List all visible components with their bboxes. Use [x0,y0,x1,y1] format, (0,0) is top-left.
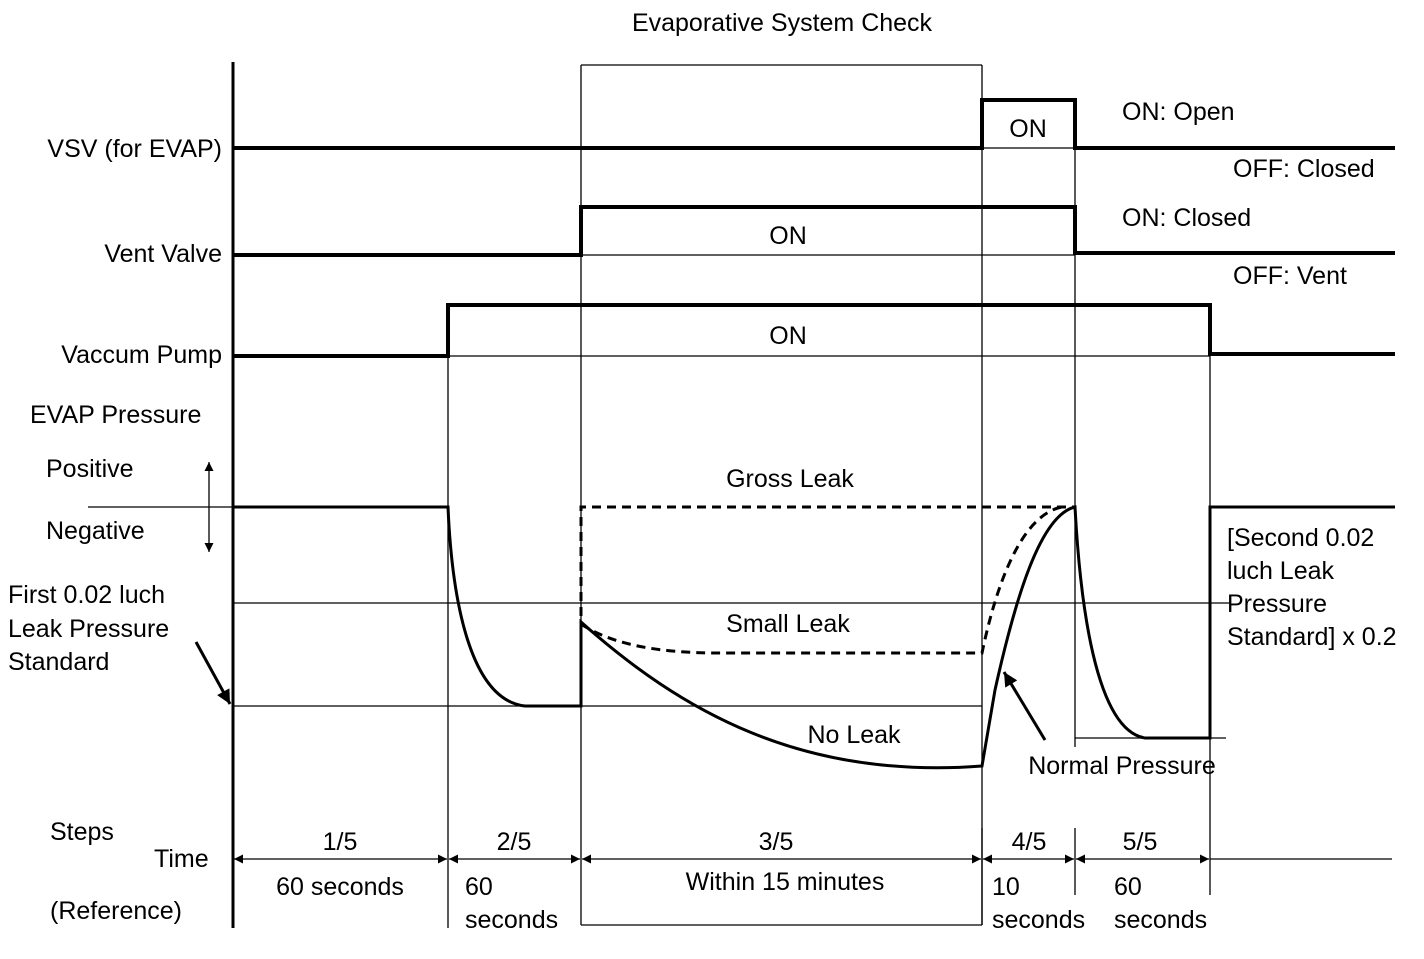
second-standard-label: [Second 0.02 luch Leak Pressure Standard… [1227,524,1397,651]
pressure-traces [233,505,1395,770]
positive-label: Positive [46,455,134,483]
svg-text:Leak Pressure: Leak Pressure [8,615,169,643]
svg-text:60: 60 [465,873,493,901]
vsv-state-off: OFF: Closed [1233,155,1375,183]
small-leak-label: Small Leak [726,610,850,638]
svg-text:60: 60 [1114,873,1142,901]
step-1: 1/5 60 seconds [276,828,404,901]
svg-text:luch Leak: luch Leak [1227,557,1335,585]
svg-text:Standard] x 0.2: Standard] x 0.2 [1227,623,1397,651]
vent-valve-signal [233,205,1395,257]
evap-pressure-label: EVAP Pressure [30,401,201,429]
vsv-signal [233,98,1395,150]
step-2: 2/5 60 seconds [465,828,558,934]
normal-pressure-arrow [1002,671,1047,741]
reference-label: (Reference) [50,897,182,925]
svg-text:5/5: 5/5 [1123,828,1158,856]
vent-state-off: OFF: Vent [1233,262,1347,290]
vsv-state-on: ON: Open [1122,98,1235,126]
step-4: 4/5 10 seconds [992,828,1085,934]
svg-text:First 0.02 luch: First 0.02 luch [8,581,165,609]
svg-text:seconds: seconds [1114,906,1207,934]
svg-text:[Second 0.02: [Second 0.02 [1227,524,1374,552]
svg-text:Pressure: Pressure [1227,590,1327,618]
svg-text:4/5: 4/5 [1012,828,1047,856]
vacuum-pump-on-label: ON [769,322,807,350]
svg-text:60 seconds: 60 seconds [276,873,404,901]
svg-text:Within 15 minutes: Within 15 minutes [686,868,885,896]
time-label: Time [154,845,209,873]
svg-text:2/5: 2/5 [497,828,532,856]
vent-valve-on-label: ON [769,222,807,250]
svg-text:Standard: Standard [8,648,109,676]
step-boundaries [447,64,1211,928]
vacuum-pump-label: Vaccum Pump [61,341,222,369]
step-3: 3/5 Within 15 minutes [686,828,885,896]
first-standard-arrow [194,641,232,705]
no-leak-label: No Leak [807,721,901,749]
svg-text:3/5: 3/5 [759,828,794,856]
vsv-on-label: ON [1009,115,1047,143]
svg-text:1/5: 1/5 [323,828,358,856]
steps-label: Steps [50,818,114,846]
vent-state-on: ON: Closed [1122,204,1251,232]
step-5: 5/5 60 seconds [1114,828,1207,934]
vent-valve-label: Vent Valve [104,240,222,268]
diagram-title: Evaporative System Check [632,9,933,37]
svg-text:seconds: seconds [465,906,558,934]
normal-pressure-label: Normal Pressure [1028,752,1216,780]
vacuum-pump-signal [233,303,1395,358]
first-standard-label: First 0.02 luch Leak Pressure Standard [8,581,169,676]
gross-leak-label: Gross Leak [726,465,854,493]
svg-text:seconds: seconds [992,906,1085,934]
negative-label: Negative [46,517,145,545]
vsv-label: VSV (for EVAP) [47,135,222,163]
svg-text:10: 10 [992,873,1020,901]
